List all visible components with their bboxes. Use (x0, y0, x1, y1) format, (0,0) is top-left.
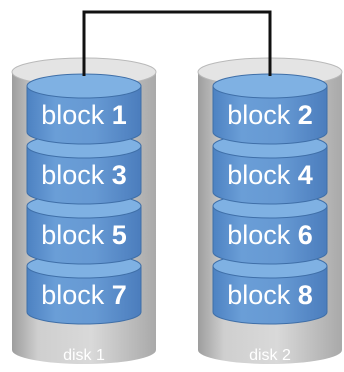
block-6-label: block 6 (227, 220, 313, 250)
block-word: block (41, 100, 105, 130)
block-number: 7 (112, 280, 127, 310)
block-word: block (227, 160, 291, 190)
block-number: 3 (112, 160, 127, 190)
block-word: block (227, 280, 291, 310)
block-7-body (26, 265, 142, 325)
block-7-label: block 7 (41, 280, 127, 310)
block-7: block 7 (26, 253, 142, 325)
block-8-body (212, 265, 328, 325)
block-3-label: block 3 (41, 160, 127, 190)
block-2-top (212, 73, 328, 99)
block-2-body (212, 85, 328, 145)
block-number: 8 (298, 280, 313, 310)
block-6-body (212, 205, 328, 265)
block-1-top (26, 73, 142, 99)
block-4-body (212, 145, 328, 205)
block-2-label: block 2 (227, 100, 313, 130)
block-word: block (41, 160, 105, 190)
block-word: block (227, 220, 291, 250)
block-5: block 5 (26, 193, 142, 265)
block-number: 4 (298, 160, 313, 190)
block-number: 2 (298, 100, 313, 130)
block-number: 1 (112, 100, 127, 130)
block-1: block 1 (26, 73, 142, 145)
block-1-body (26, 85, 142, 145)
block-4-label: block 4 (227, 160, 313, 190)
block-5-body (26, 205, 142, 265)
block-2: block 2 (212, 73, 328, 145)
block-3-body (26, 145, 142, 205)
block-5-label: block 5 (41, 220, 127, 250)
block-1-label: block 1 (41, 100, 127, 130)
disk-2-label: disk 2 (249, 347, 291, 364)
disk-1-label: disk 1 (63, 347, 105, 364)
block-8-label: block 8 (227, 280, 313, 310)
block-word: block (41, 280, 105, 310)
block-word: block (227, 100, 291, 130)
block-number: 5 (112, 220, 127, 250)
block-word: block (41, 220, 105, 250)
block-number: 6 (298, 220, 313, 250)
